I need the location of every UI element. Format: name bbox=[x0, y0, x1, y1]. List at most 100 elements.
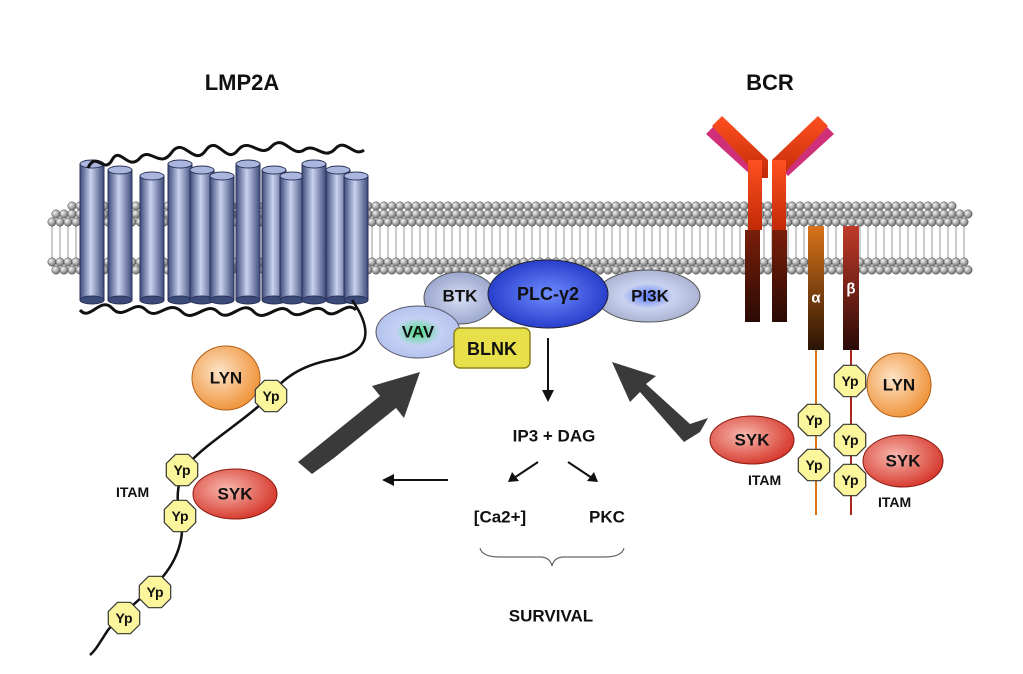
lipid-head bbox=[415, 257, 425, 267]
lipid-head bbox=[839, 217, 849, 227]
lipid-head bbox=[727, 257, 737, 267]
lipid-head bbox=[495, 257, 505, 267]
yp-marker: Yp bbox=[833, 423, 867, 457]
lipid-head bbox=[435, 209, 445, 219]
bcr-side: LYN SYK SYK ITAM ITAM bbox=[709, 352, 944, 510]
lipid-head bbox=[879, 217, 889, 227]
lipid-head bbox=[935, 217, 945, 227]
lipid-head bbox=[471, 217, 481, 227]
lipid-head bbox=[887, 257, 897, 267]
lipid-head bbox=[739, 209, 749, 219]
yp-marker: Yp bbox=[165, 453, 199, 487]
lipid-head bbox=[687, 217, 697, 227]
lipid-head bbox=[695, 257, 705, 267]
lipid-head bbox=[431, 257, 441, 267]
lipid-head bbox=[595, 209, 605, 219]
lipid-head bbox=[611, 265, 621, 275]
lipid-head bbox=[735, 217, 745, 227]
lipid-head bbox=[447, 257, 457, 267]
lmp2a-itam-label: ITAM bbox=[116, 484, 149, 500]
lipid-head bbox=[843, 209, 853, 219]
lipid-head bbox=[859, 209, 869, 219]
lipid-head bbox=[519, 217, 529, 227]
cascade: IP3 + DAG [Ca2+] PKC SURVIVAL bbox=[382, 338, 625, 626]
bcr-syk-right-label: SYK bbox=[886, 452, 922, 471]
lipid-head bbox=[551, 217, 561, 227]
lipid-head bbox=[707, 201, 717, 211]
lipid-head bbox=[631, 217, 641, 227]
arrow-plc-to-ip3-head bbox=[542, 390, 554, 402]
lipid-head bbox=[891, 201, 901, 211]
arrow-to-lmp2a-head bbox=[382, 474, 394, 486]
lipid-head bbox=[883, 209, 893, 219]
lipid-head bbox=[131, 201, 141, 211]
lipid-head bbox=[403, 209, 413, 219]
vav-label: VAV bbox=[402, 323, 435, 342]
lipid-head bbox=[455, 217, 465, 227]
lipid-head bbox=[611, 201, 621, 211]
yp-octagon bbox=[107, 601, 141, 635]
lipid-head bbox=[651, 209, 661, 219]
yp-label: Yp bbox=[173, 462, 190, 478]
lipid-head bbox=[391, 257, 401, 267]
lipid-head bbox=[935, 257, 945, 267]
lmp2a-helix bbox=[301, 159, 327, 305]
lmp2a-helix bbox=[279, 171, 305, 305]
lipid-head bbox=[707, 265, 717, 275]
lipid-head bbox=[375, 217, 385, 227]
lipid-head bbox=[795, 201, 805, 211]
yp-octagon bbox=[797, 403, 831, 437]
lipid-head bbox=[515, 209, 525, 219]
lipid-head bbox=[475, 265, 485, 275]
lipid-head bbox=[643, 209, 653, 219]
yp-label: Yp bbox=[841, 472, 858, 488]
lipid-head bbox=[67, 201, 77, 211]
lipid-head bbox=[667, 209, 677, 219]
lipid-head bbox=[819, 209, 829, 219]
lipid-head bbox=[875, 209, 885, 219]
yp-octagon bbox=[165, 453, 199, 487]
lipid-head bbox=[499, 201, 509, 211]
arrow-to-ca bbox=[513, 461, 539, 479]
yp-label: Yp bbox=[805, 457, 822, 473]
lipid-head bbox=[943, 257, 953, 267]
lipid-head bbox=[939, 209, 949, 219]
lipid-head bbox=[559, 217, 569, 227]
lipid-head bbox=[635, 201, 645, 211]
lipid-head bbox=[903, 217, 913, 227]
lipid-head bbox=[911, 257, 921, 267]
lipid-head bbox=[799, 257, 809, 267]
lipid-head bbox=[471, 257, 481, 267]
lipid-head bbox=[627, 209, 637, 219]
lipid-head bbox=[47, 217, 57, 227]
lipid-head bbox=[491, 265, 501, 275]
lipid-head bbox=[939, 265, 949, 275]
lipid-head bbox=[819, 201, 829, 211]
yp-label: Yp bbox=[841, 432, 858, 448]
yp-label: Yp bbox=[115, 610, 132, 626]
lipid-head bbox=[427, 201, 437, 211]
lipid-head bbox=[855, 217, 865, 227]
bcr-to-complex-arrow bbox=[612, 362, 708, 442]
lipid-head bbox=[515, 201, 525, 211]
lipid-head bbox=[683, 201, 693, 211]
lipid-head bbox=[387, 265, 397, 275]
lipid-head bbox=[763, 209, 773, 219]
survival-brace bbox=[479, 547, 625, 567]
lipid-head bbox=[731, 201, 741, 211]
yp-marker: Yp bbox=[797, 448, 831, 482]
lipid-head bbox=[603, 265, 613, 275]
yp-octagon bbox=[833, 463, 867, 497]
lipid-head bbox=[63, 217, 73, 227]
lipid-head bbox=[491, 201, 501, 211]
lipid-head bbox=[719, 217, 729, 227]
lipid-head bbox=[419, 209, 429, 219]
lipid-head bbox=[675, 209, 685, 219]
lipid-head bbox=[651, 201, 661, 211]
ig-beta-chain bbox=[843, 226, 859, 350]
lipid-head bbox=[591, 217, 601, 227]
lipid-head bbox=[795, 265, 805, 275]
lipid-head bbox=[643, 201, 653, 211]
